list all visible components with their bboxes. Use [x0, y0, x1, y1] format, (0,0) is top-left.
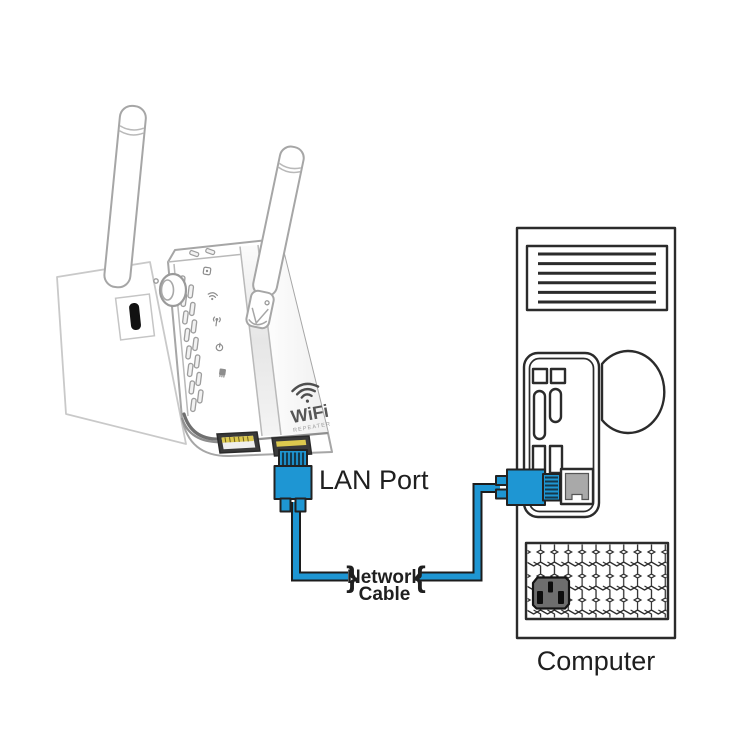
io-port-pill-2: [548, 387, 563, 424]
ethernet-led-icon: [219, 368, 226, 378]
right-antenna: [245, 145, 305, 330]
cable-brace-left: }: [346, 561, 358, 594]
connector-pins: [545, 476, 558, 499]
io-port-square-2: [549, 367, 567, 385]
tower-psu-grille: [524, 541, 670, 621]
cable-right-outline: [418, 483, 500, 582]
outlet-slot: [129, 302, 141, 331]
network-cable: [291, 483, 500, 582]
wifi-repeater-logo: WiFi REPEATER: [289, 382, 332, 434]
power-led-icon: [215, 342, 224, 352]
tower-top-vent: [525, 244, 669, 312]
wifi-repeater-device: WiFi REPEATER: [167, 239, 333, 458]
left-antenna: [103, 104, 147, 289]
signal-led-icon: [212, 316, 221, 327]
network-cable-label-line2: Cable: [359, 584, 411, 605]
power-inlet: [531, 576, 571, 610]
computer-tower: [515, 226, 677, 640]
range-led-icon: [202, 266, 212, 276]
network-cable-label-line1: Network: [347, 567, 422, 588]
wifi-led-icon: [207, 292, 218, 301]
wall-plate: [56, 261, 187, 445]
wifi-arcs-icon: [291, 382, 320, 403]
gloss-band: [240, 245, 281, 436]
tower-ethernet-port: [559, 467, 595, 506]
tower-fan: [600, 349, 666, 435]
rj45-connector-repeater: [273, 449, 313, 513]
cable-left-outline: [291, 502, 348, 582]
io-port-pill-1: [532, 389, 547, 441]
left-antenna-hinge: [153, 272, 188, 308]
rj45-connector-computer: [495, 468, 561, 506]
port-pins-right: [276, 439, 307, 447]
top-vents: [189, 247, 216, 258]
cable-left-segment: [293, 502, 348, 580]
cable-brace-right: {: [414, 561, 426, 594]
io-port-square-1: [531, 367, 549, 385]
right-antenna-hinge: [245, 289, 275, 330]
cable-right-segment: [418, 485, 500, 580]
lan-port-label: LAN Port: [319, 465, 429, 495]
computer-label: Computer: [537, 646, 656, 676]
connector-pins: [281, 452, 305, 465]
